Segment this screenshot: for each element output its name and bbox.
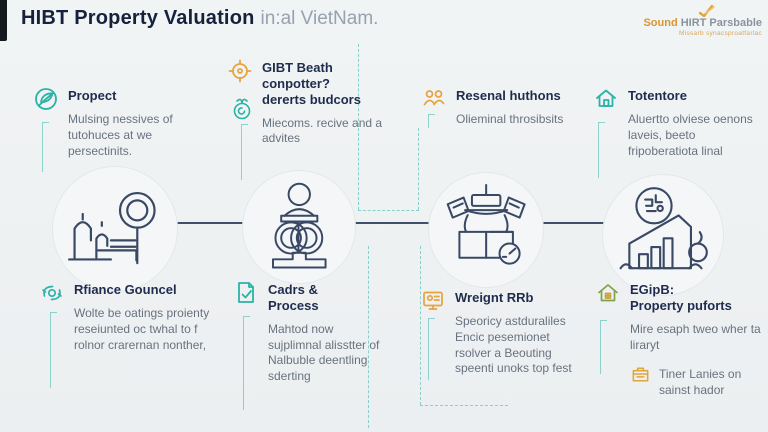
process-connector-line [112, 222, 664, 224]
guide-mark [598, 122, 605, 178]
section-propect: Propect Mulsing nessives of tutohuces at… [33, 88, 205, 159]
section-totentore: Totentore Aluertto olviese oenons laveis… [593, 88, 767, 159]
gold-check-bird-icon [698, 4, 715, 17]
page-subtitle: in:al VietNam. [260, 8, 379, 29]
illustration-person-trophy-rings [242, 170, 356, 284]
clipboard-check-icon [233, 280, 259, 311]
section-body: Miecoms. recive and a advites [262, 115, 383, 146]
section-gibt-beath: GIBT Beath conpotter? dererts budcors Mi… [227, 58, 391, 147]
crate-box-icon [630, 364, 651, 390]
section-extra-row: Tiner Lanies on sainst hador [630, 366, 768, 399]
guide-mark [50, 312, 57, 388]
section-extra-text: Tiner Lanies on sainst hador [659, 367, 742, 398]
monitor-profile-icon [420, 288, 446, 319]
section-title: EGipB: Property puforts [630, 282, 732, 313]
compass-target-icon [227, 58, 253, 89]
guide-mark [600, 320, 607, 374]
section-body: Mire esaph tweo wher ta liraryt [630, 321, 761, 352]
illustration-house-growth-chart-globe [602, 174, 724, 296]
house-outline-icon [593, 86, 619, 117]
section-title: Propect [68, 88, 117, 103]
section-body: Wolte be oatings proienty reseiunted oc … [74, 305, 210, 352]
section-cadrs-process: Cadrs & Process Mahtod now sujplimnal al… [233, 282, 387, 385]
guide-mark [243, 316, 250, 410]
section-resenal-huthons: Resenal huthons Olieminal throsibsits [421, 88, 579, 128]
section-rfiance-gouncel: Rfiance Gouncel Wolte be oatings proient… [39, 282, 223, 353]
section-title: Cadrs & Process [268, 282, 319, 313]
council-hands-icon [39, 280, 65, 311]
brand-rest-word: HIRT Parsbable [680, 17, 762, 29]
guide-mark [241, 124, 248, 180]
section-body: Olieminal throsibsits [456, 111, 564, 126]
corner-bar [0, 0, 7, 41]
section-title: Resenal huthons [456, 88, 561, 103]
sprout-circle-icon [231, 96, 253, 125]
dashed-guide-vertical [368, 246, 369, 428]
section-title: Totentore [628, 88, 687, 103]
brand-accent-word: Sound [643, 17, 678, 29]
section-title: GIBT Beath conpotter? dererts budcors [262, 60, 361, 107]
section-title: Wreignt RRb [455, 290, 534, 305]
dashed-guide-vertical [358, 44, 359, 210]
section-title: Rfiance Gouncel [74, 282, 177, 297]
dashed-guide-vertical [420, 246, 421, 405]
leaf-check-icon [33, 86, 59, 117]
guide-mark [428, 114, 435, 128]
illustration-city-skyline-magnifier [52, 166, 178, 292]
dashed-guide-horizontal [358, 210, 419, 211]
guide-mark [428, 318, 435, 380]
section-body: Speoricy astduraliles Encic pesemionet r… [455, 313, 572, 376]
section-body: Mahtod now sujplimnal alisstter of Nalbu… [268, 321, 380, 384]
brand-tagline: Missarb synacsproatfarlac [679, 30, 762, 38]
guide-mark [42, 122, 49, 172]
section-body: Aluertto olviese oenons laveis, beeto fr… [628, 111, 753, 158]
green-house-icon [595, 280, 621, 311]
section-egipb-property-puforts: EGipB: Property puforts Mire esaph tweo … [595, 282, 768, 399]
dashed-guide-vertical [418, 128, 419, 210]
page-title: HIBT Property Valuation [21, 7, 255, 29]
section-wreignt-rrb: Wreignt RRb Speoricy astduraliles Encic … [420, 290, 580, 377]
dashed-guide-horizontal [420, 405, 508, 406]
people-curl-icon [421, 86, 447, 117]
illustration-cargo-ship-gauge [428, 172, 544, 288]
section-body: Mulsing nessives of tutohuces at we pers… [68, 111, 173, 158]
